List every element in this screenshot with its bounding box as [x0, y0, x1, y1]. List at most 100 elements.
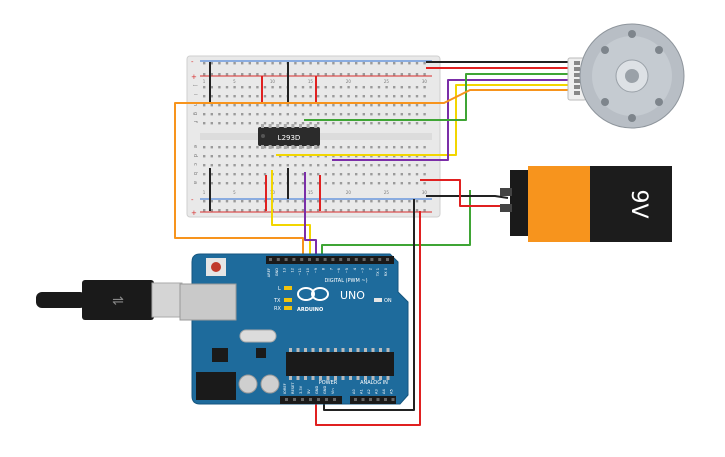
breadboard-hole[interactable]: [225, 86, 229, 89]
breadboard-hole[interactable]: [218, 155, 221, 158]
breadboard-hole[interactable]: [355, 200, 358, 203]
breadboard-hole[interactable]: [263, 113, 267, 116]
breadboard-hole[interactable]: [203, 200, 206, 203]
breadboard-hole[interactable]: [279, 164, 282, 167]
breadboard-hole[interactable]: [324, 62, 327, 65]
breadboard-hole[interactable]: [355, 209, 358, 212]
breadboard-hole[interactable]: [347, 209, 350, 212]
breadboard-hole[interactable]: [210, 209, 213, 212]
breadboard-hole[interactable]: [408, 164, 411, 167]
header-socket[interactable]: [376, 398, 380, 401]
breadboard-hole[interactable]: [317, 73, 320, 76]
wire-red-battery[interactable]: [420, 179, 508, 207]
breadboard-hole[interactable]: [256, 104, 259, 107]
breadboard-hole[interactable]: [347, 155, 350, 158]
breadboard-hole[interactable]: [370, 173, 373, 176]
breadboard-hole[interactable]: [233, 113, 236, 116]
breadboard-hole[interactable]: [332, 173, 335, 176]
breadboard-hole[interactable]: [317, 122, 320, 125]
breadboard-hole[interactable]: [423, 209, 426, 212]
breadboard-hole[interactable]: [286, 200, 289, 203]
breadboard-hole[interactable]: [271, 73, 274, 76]
breadboard-hole[interactable]: [408, 155, 411, 158]
breadboard-hole[interactable]: [385, 62, 388, 65]
breadboard-hole[interactable]: [332, 182, 335, 185]
breadboard-hole[interactable]: [271, 113, 274, 116]
breadboard-hole[interactable]: [339, 173, 343, 176]
breadboard-hole[interactable]: [400, 113, 403, 116]
breadboard-hole[interactable]: [362, 182, 365, 185]
wire-green-motor[interactable]: [304, 73, 570, 121]
breadboard-hole[interactable]: [256, 86, 259, 89]
wire-black-battery[interactable]: [426, 195, 509, 199]
breadboard-hole[interactable]: [210, 164, 213, 167]
breadboard-hole[interactable]: [362, 155, 365, 158]
breadboard-hole[interactable]: [203, 122, 206, 125]
breadboard-hole[interactable]: [233, 200, 236, 203]
breadboard-hole[interactable]: [324, 95, 327, 98]
breadboard-hole[interactable]: [233, 209, 236, 212]
breadboard-hole[interactable]: [203, 209, 206, 212]
breadboard-hole[interactable]: [271, 146, 274, 149]
breadboard-hole[interactable]: [309, 164, 312, 167]
breadboard-hole[interactable]: [347, 73, 350, 76]
breadboard-hole[interactable]: [309, 104, 312, 107]
breadboard-hole[interactable]: [332, 113, 335, 116]
breadboard-hole[interactable]: [309, 113, 312, 116]
breadboard-hole[interactable]: [317, 182, 320, 185]
breadboard-hole[interactable]: [415, 95, 419, 98]
breadboard-hole[interactable]: [347, 95, 350, 98]
breadboard-hole[interactable]: [362, 95, 365, 98]
header-socket[interactable]: [333, 398, 336, 401]
breadboard-hole[interactable]: [370, 113, 373, 116]
breadboard-hole[interactable]: [256, 209, 259, 212]
breadboard-hole[interactable]: [415, 73, 419, 76]
breadboard-hole[interactable]: [347, 164, 350, 167]
breadboard-hole[interactable]: [332, 200, 335, 203]
breadboard-hole[interactable]: [294, 95, 297, 98]
breadboard-hole[interactable]: [370, 155, 373, 158]
breadboard-hole[interactable]: [385, 209, 388, 212]
breadboard-hole[interactable]: [362, 73, 365, 76]
breadboard-hole[interactable]: [339, 104, 343, 107]
breadboard-hole[interactable]: [385, 164, 388, 167]
breadboard-hole[interactable]: [225, 164, 229, 167]
breadboard-hole[interactable]: [355, 122, 358, 125]
breadboard-hole[interactable]: [347, 104, 350, 107]
breadboard-hole[interactable]: [385, 73, 388, 76]
breadboard-hole[interactable]: [301, 122, 305, 125]
breadboard-hole[interactable]: [423, 62, 426, 65]
breadboard-hole[interactable]: [279, 113, 282, 116]
breadboard-hole[interactable]: [393, 200, 396, 203]
reset-button[interactable]: [211, 262, 221, 272]
breadboard-hole[interactable]: [332, 86, 335, 89]
breadboard-hole[interactable]: [294, 200, 297, 203]
breadboard-hole[interactable]: [385, 173, 388, 176]
breadboard-hole[interactable]: [355, 146, 358, 149]
breadboard-hole[interactable]: [233, 155, 236, 158]
header-socket[interactable]: [369, 398, 372, 401]
breadboard-hole[interactable]: [377, 86, 381, 89]
header-socket[interactable]: [347, 258, 350, 261]
breadboard-hole[interactable]: [248, 146, 251, 149]
battery-9v[interactable]: 9V: [500, 166, 672, 242]
breadboard-hole[interactable]: [203, 104, 206, 107]
breadboard-hole[interactable]: [332, 62, 335, 65]
header-socket[interactable]: [354, 398, 357, 401]
breadboard-hole[interactable]: [362, 164, 365, 167]
breadboard-hole[interactable]: [347, 146, 350, 149]
breadboard-hole[interactable]: [271, 95, 274, 98]
breadboard-hole[interactable]: [332, 122, 335, 125]
breadboard-hole[interactable]: [248, 104, 251, 107]
breadboard-hole[interactable]: [317, 209, 320, 212]
breadboard-hole[interactable]: [400, 122, 403, 125]
breadboard-hole[interactable]: [271, 62, 274, 65]
header-socket[interactable]: [284, 258, 288, 261]
breadboard-hole[interactable]: [370, 209, 373, 212]
breadboard-hole[interactable]: [370, 146, 373, 149]
breadboard-hole[interactable]: [339, 86, 343, 89]
breadboard-hole[interactable]: [279, 122, 282, 125]
breadboard-hole[interactable]: [423, 155, 426, 158]
breadboard-hole[interactable]: [241, 73, 244, 76]
l293d-chip[interactable]: L293D: [258, 124, 320, 149]
